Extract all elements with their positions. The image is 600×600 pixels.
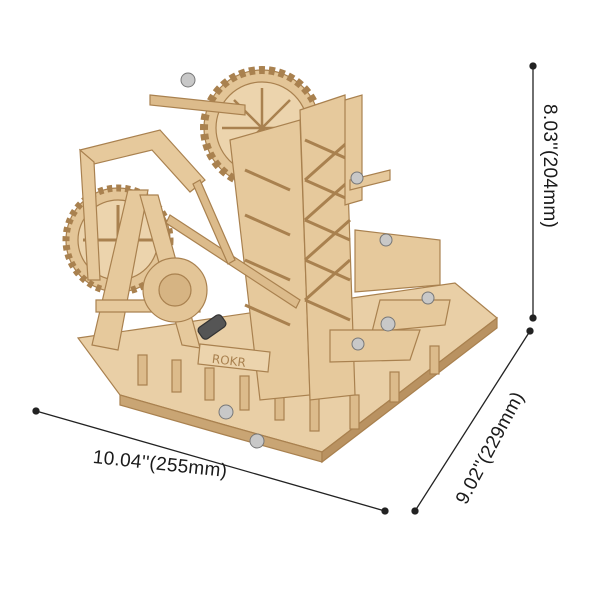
brand-engraving: ROKR <box>211 352 246 370</box>
base-rail <box>137 345 440 432</box>
brand-plate: ROKR <box>197 343 271 373</box>
crank-wheel <box>142 257 227 340</box>
marble <box>180 72 196 88</box>
height-dimension-label: 8.03''(204mm) <box>539 104 560 229</box>
marble <box>249 433 265 449</box>
marble <box>379 233 393 247</box>
marble <box>218 404 234 420</box>
central-tower <box>229 94 356 401</box>
ramps <box>149 94 301 309</box>
marble <box>421 291 435 305</box>
marbles <box>180 72 435 449</box>
marble <box>351 337 365 351</box>
marble-run-model: ROKR <box>62 66 498 464</box>
dimension-lines <box>32 62 537 515</box>
depth-dimension-line <box>414 330 531 512</box>
marble <box>350 171 364 185</box>
width-dimension-line <box>35 410 386 512</box>
marble <box>380 316 396 332</box>
